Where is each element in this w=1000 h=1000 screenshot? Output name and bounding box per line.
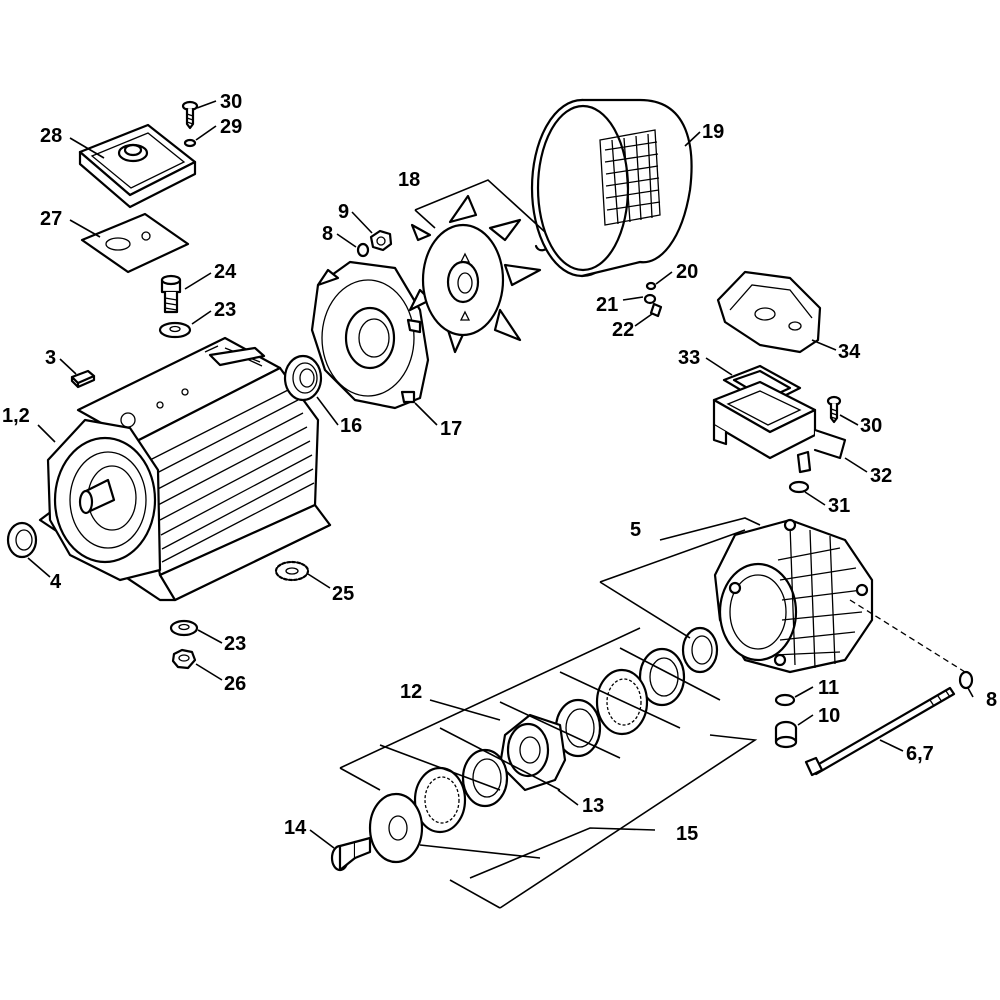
label-25: 25 — [332, 583, 354, 605]
part-4-seal — [6, 521, 38, 559]
part-bearing-cage-1 — [595, 668, 649, 736]
part-26-nut — [171, 648, 197, 670]
label-26: 26 — [224, 673, 246, 695]
label-23-top: 23 — [214, 299, 236, 321]
label-9: 9 — [338, 201, 349, 223]
label-33: 33 — [678, 347, 700, 369]
label-20: 20 — [676, 261, 698, 283]
group-18-bracket — [414, 179, 546, 233]
label-8-right: 8 — [986, 689, 997, 711]
label-5: 5 — [630, 519, 641, 541]
label-27: 27 — [40, 208, 62, 230]
part-11-o-ring — [774, 693, 796, 707]
label-18: 18 — [398, 169, 420, 191]
part-1-2-motor-housing — [38, 336, 332, 602]
label-31: 31 — [828, 495, 850, 517]
part-9-nut — [369, 229, 393, 252]
label-6-7: 6,7 — [906, 743, 934, 765]
label-34: 34 — [838, 341, 861, 363]
part-27-gasket — [80, 212, 190, 274]
part-20-washer — [645, 281, 657, 291]
part-25-toothed-washer — [274, 560, 310, 582]
label-11: 11 — [818, 677, 839, 699]
part-28-cover — [78, 123, 197, 209]
label-24: 24 — [214, 261, 237, 283]
part-6-7-tie-bolt — [804, 686, 956, 777]
label-28: 28 — [40, 125, 62, 147]
label-4: 4 — [50, 571, 62, 593]
part-30-screw-top — [181, 100, 199, 130]
assembly-axis-line — [849, 599, 966, 673]
label-19: 19 — [702, 121, 724, 143]
label-16: 16 — [340, 415, 362, 437]
part-17-end-shield — [310, 260, 430, 410]
part-bearing-cage-2 — [413, 766, 467, 834]
part-32-terminal-box — [712, 380, 847, 474]
label-32: 32 — [870, 465, 892, 487]
label-14: 14 — [284, 817, 307, 839]
part-bearing-ring-1 — [681, 626, 719, 674]
label-12: 12 — [400, 681, 422, 703]
label-30-right: 30 — [860, 415, 882, 437]
label-23-bottom: 23 — [224, 633, 246, 655]
part-34-terminal-cover — [716, 270, 822, 354]
part-labels: 30 29 28 27 24 23 3 1,2 4 25 23 26 9 8 1… — [2, 91, 997, 845]
label-22: 22 — [612, 319, 634, 341]
part-23-washer-top — [158, 321, 192, 339]
part-18-fan — [408, 194, 542, 354]
part-31-o-ring — [788, 480, 810, 494]
part-24-bolt — [160, 274, 182, 314]
part-21-washer — [643, 293, 657, 305]
label-21: 21 — [596, 294, 618, 316]
part-29-washer — [183, 138, 197, 148]
part-8-washer-right — [958, 670, 974, 690]
label-29: 29 — [220, 116, 242, 138]
part-13-swash-plate — [498, 713, 567, 792]
leader-lines — [27, 100, 974, 849]
label-13: 13 — [582, 795, 604, 817]
part-thrust-disc — [368, 792, 424, 864]
label-15: 15 — [676, 823, 698, 845]
part-seal-ring-1 — [638, 647, 686, 707]
part-19-fan-cover — [530, 98, 693, 278]
label-8-top: 8 — [322, 223, 333, 245]
label-30-top: 30 — [220, 91, 242, 113]
group-5-bracket — [599, 517, 761, 639]
part-30-screw-right — [826, 395, 842, 424]
part-seal-ring-3 — [461, 748, 509, 808]
part-3-key — [70, 369, 96, 389]
label-17: 17 — [440, 418, 462, 440]
part-10-plug — [774, 720, 798, 749]
part-16-bearing — [283, 354, 323, 402]
part-22-screw — [649, 302, 663, 318]
group-12-15-bracket — [339, 627, 758, 909]
part-23-washer-bottom — [169, 619, 199, 637]
label-10: 10 — [818, 705, 840, 727]
part-5-pump-housing — [713, 518, 874, 674]
part-8-washer-top — [356, 242, 370, 258]
label-1-2: 1,2 — [2, 405, 30, 427]
label-3: 3 — [45, 347, 56, 369]
part-14-countersunk-screw — [330, 836, 372, 872]
